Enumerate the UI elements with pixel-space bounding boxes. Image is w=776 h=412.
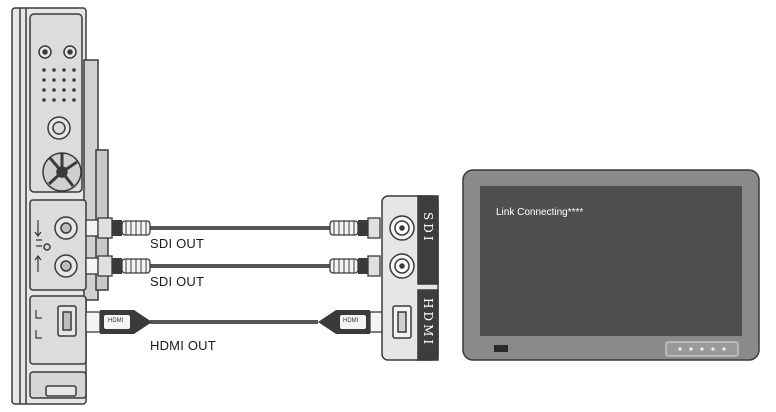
receiver-box	[381, 195, 439, 361]
hdmi-out-label: HDMI OUT	[150, 338, 216, 353]
hdmi-connector-mark-right: HDMI	[343, 318, 359, 324]
vent-dots	[42, 68, 76, 102]
receiver-hdmi-tab: HDMI	[421, 298, 435, 348]
monitor-buttons	[678, 347, 726, 351]
sdi-cable-2	[85, 255, 381, 277]
sdi-out-label-1: SDI OUT	[150, 236, 205, 251]
monitor-status-text: Link Connecting****	[496, 207, 584, 218]
sdi-cable-1	[85, 217, 381, 239]
receiver-sdi-tab: SDI	[421, 212, 435, 244]
hdmi-cable	[85, 310, 385, 334]
panel-markings	[34, 220, 42, 339]
monitor	[462, 169, 760, 361]
camera-device	[11, 7, 109, 405]
sdi-out-label-2: SDI OUT	[150, 274, 205, 289]
hdmi-connector-mark-left: HDMI	[108, 318, 124, 324]
